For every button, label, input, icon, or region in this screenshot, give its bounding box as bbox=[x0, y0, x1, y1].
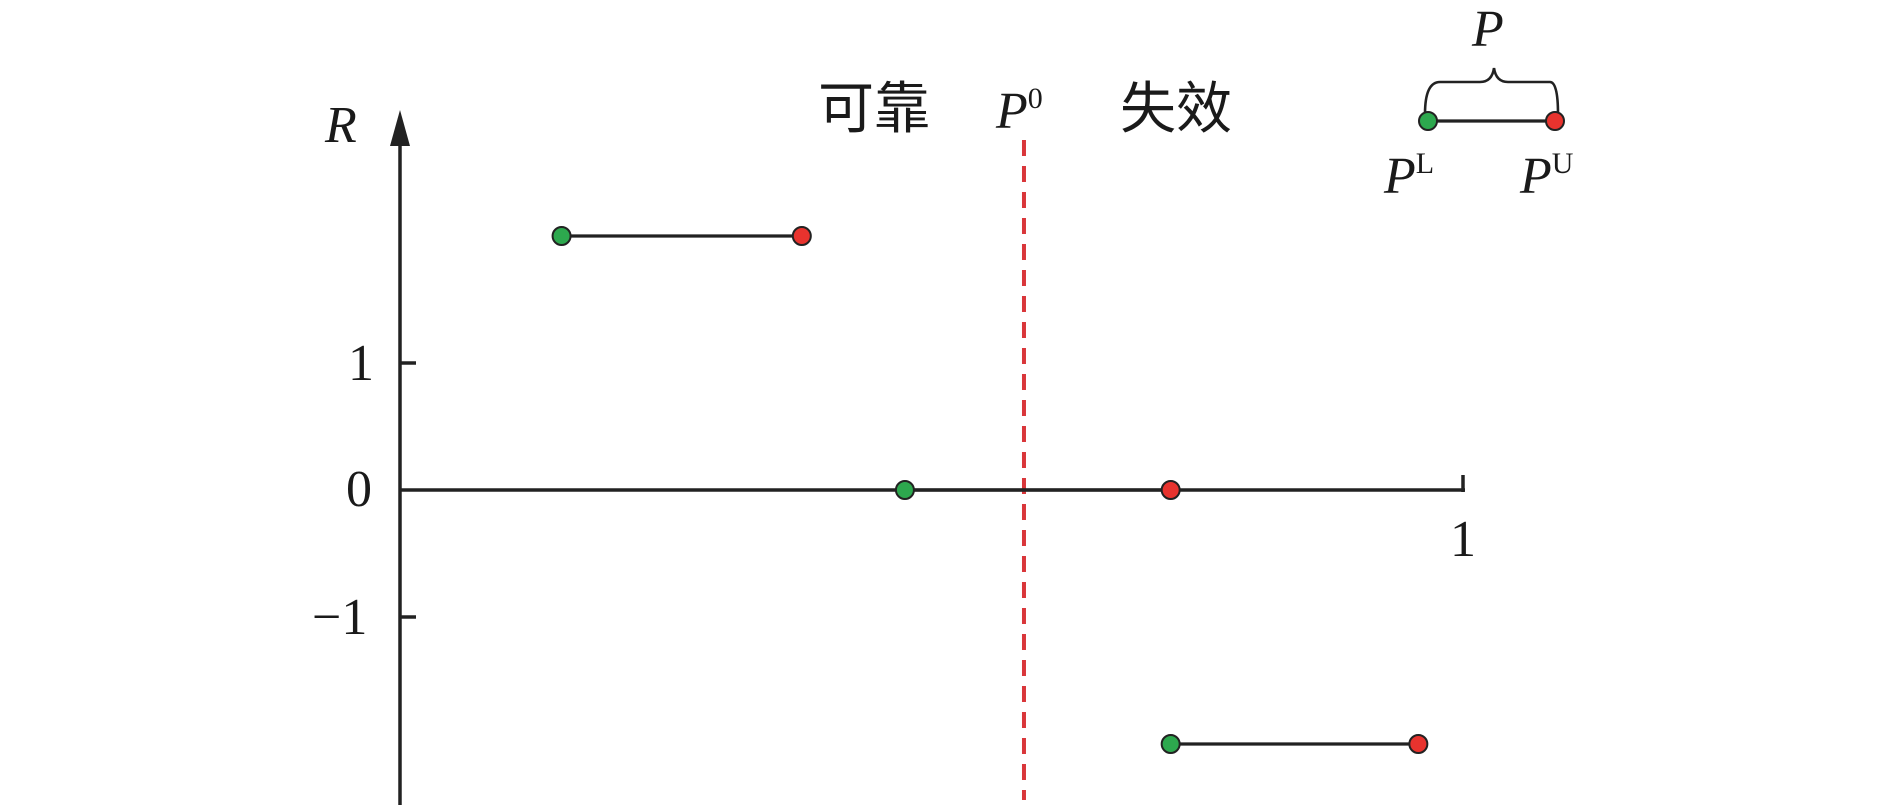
y-tick-label-pos1: 1 bbox=[348, 335, 374, 392]
reliable-interval-upper-point bbox=[791, 226, 812, 246]
legend-lower-superscript: L bbox=[1416, 147, 1434, 180]
legend-brace-symbol: P bbox=[1471, 1, 1504, 58]
reliable-interval-lower-point bbox=[551, 226, 572, 246]
y-tick-label-neg1: −1 bbox=[312, 589, 367, 646]
threshold-symbol: P bbox=[995, 83, 1028, 140]
legend-upper-point bbox=[1545, 111, 1565, 131]
legend-upper-label: PU bbox=[1519, 147, 1574, 205]
y-axis-label: R bbox=[324, 97, 357, 154]
legend-upper-symbol: P bbox=[1519, 148, 1552, 205]
x-tick-label-one: 1 bbox=[1450, 511, 1476, 568]
straddling-interval-upper-point bbox=[1160, 480, 1181, 500]
legend-lower-symbol: P bbox=[1383, 148, 1416, 205]
threshold-label: P0 bbox=[995, 82, 1043, 140]
failure-interval-lower-point bbox=[1160, 734, 1181, 754]
legend-lower-label: PL bbox=[1383, 147, 1434, 205]
legend-lower-point bbox=[1418, 111, 1438, 131]
threshold-superscript: 0 bbox=[1028, 82, 1043, 115]
y-tick-label-zero: 0 bbox=[346, 461, 372, 518]
intervals-layer bbox=[551, 226, 1429, 754]
y-axis-arrow-icon bbox=[390, 110, 410, 146]
legend: P PL PU bbox=[1383, 1, 1574, 205]
reliable-region-label: 可靠 bbox=[818, 77, 930, 142]
failure-interval-upper-point bbox=[1408, 734, 1429, 754]
straddling-interval-lower-point bbox=[894, 480, 915, 500]
legend-brace-icon bbox=[1423, 67, 1560, 115]
failure-region-label: 失效 bbox=[1120, 77, 1232, 142]
legend-upper-superscript: U bbox=[1552, 147, 1574, 180]
